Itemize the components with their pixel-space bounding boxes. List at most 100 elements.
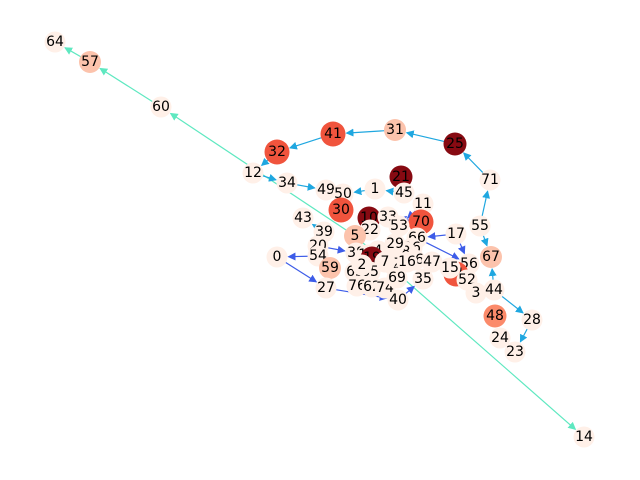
node-label: 34 <box>278 175 296 191</box>
node-64: 64 <box>44 31 66 53</box>
node-label: 48 <box>486 308 504 324</box>
node-label: 44 <box>485 282 503 298</box>
node-23: 23 <box>504 341 526 363</box>
node-label: 2 <box>358 257 367 273</box>
edge-31-41 <box>345 128 392 137</box>
node-circle <box>150 96 172 118</box>
node-59: 59 <box>319 257 341 279</box>
node-1: 1 <box>364 178 386 200</box>
node-label: 55 <box>471 218 489 234</box>
node-67: 67 <box>480 246 502 268</box>
node-circle <box>44 31 66 53</box>
node-circle <box>264 139 290 165</box>
node-circle <box>315 179 337 201</box>
node-30: 30 <box>328 197 354 223</box>
node-label: 32 <box>268 144 286 160</box>
node-circle <box>469 215 491 237</box>
node-0: 0 <box>266 246 288 268</box>
node-47: 47 <box>421 251 443 273</box>
node-circle <box>483 279 505 301</box>
edge-0-27 <box>280 258 318 283</box>
node-label: 69 <box>388 270 406 286</box>
node-circle <box>384 119 406 141</box>
node-circle <box>315 277 337 299</box>
node-3: 3 <box>465 282 487 304</box>
node-49: 49 <box>315 179 337 201</box>
edge-60-57 <box>99 67 158 106</box>
node-53: 53 <box>388 215 410 237</box>
node-32: 32 <box>264 139 290 165</box>
node-7: 7 <box>374 251 396 273</box>
node-label: 70 <box>412 214 430 230</box>
node-27: 27 <box>315 277 337 299</box>
node-circle <box>266 246 288 268</box>
node-label: 1 <box>371 181 380 197</box>
node-circle <box>328 197 354 223</box>
node-label: 29 <box>386 236 404 252</box>
node-label: 67 <box>482 249 500 265</box>
node-29: 29 <box>384 233 406 255</box>
node-label: 7 <box>381 254 390 270</box>
node-34: 34 <box>276 172 298 194</box>
node-45: 45 <box>393 182 415 204</box>
node-label: 41 <box>324 126 342 142</box>
node-label: 45 <box>395 185 413 201</box>
node-69: 69 <box>386 267 408 289</box>
node-circle <box>412 193 434 215</box>
node-40: 40 <box>387 289 409 311</box>
node-circle <box>504 341 526 363</box>
node-circle <box>242 162 264 184</box>
node-circle <box>292 207 314 229</box>
node-label: 60 <box>152 99 170 115</box>
node-48: 48 <box>483 304 507 328</box>
node-circle <box>465 282 487 304</box>
node-17: 17 <box>445 223 467 245</box>
node-31: 31 <box>384 119 406 141</box>
node-circle <box>521 309 543 331</box>
node-60: 60 <box>150 96 172 118</box>
node-55: 55 <box>469 215 491 237</box>
node-21: 21 <box>389 165 413 189</box>
node-label: 21 <box>392 169 410 185</box>
node-label: 16 <box>398 254 416 270</box>
node-label: 14 <box>575 429 593 445</box>
node-circle <box>421 251 443 273</box>
node-label: 27 <box>317 280 335 296</box>
node-circle <box>346 275 368 297</box>
node-circle <box>386 267 408 289</box>
node-label: 53 <box>390 218 408 234</box>
node-circle <box>79 51 101 73</box>
node-25: 25 <box>443 132 467 156</box>
node-label: 57 <box>81 54 99 70</box>
node-35: 35 <box>412 268 434 290</box>
node-circle <box>412 268 434 290</box>
node-label: 28 <box>523 312 541 328</box>
node-circle <box>396 251 418 273</box>
node-label: 49 <box>317 182 335 198</box>
node-label: 30 <box>332 202 350 218</box>
node-76: 76 <box>346 275 368 297</box>
node-circle <box>388 215 410 237</box>
node-15: 15 <box>439 257 461 279</box>
node-12: 12 <box>242 162 264 184</box>
node-label: 5 <box>351 228 360 244</box>
node-43: 43 <box>292 207 314 229</box>
node-57: 57 <box>79 51 101 73</box>
node-label: 25 <box>446 136 464 152</box>
node-circle <box>374 251 396 273</box>
node-71: 71 <box>479 169 501 191</box>
node-circle <box>480 246 502 268</box>
node-label: 24 <box>491 330 509 346</box>
node-circle <box>344 225 366 247</box>
node-label: 12 <box>244 165 262 181</box>
node-label: 40 <box>389 292 407 308</box>
node-circle <box>483 304 507 328</box>
node-label: 71 <box>481 172 499 188</box>
edge-66-56 <box>420 239 460 260</box>
node-circle <box>479 169 501 191</box>
node-label: 35 <box>414 271 432 287</box>
node-circle <box>319 257 341 279</box>
node-circle <box>393 182 415 204</box>
edge-25-31 <box>405 130 452 144</box>
